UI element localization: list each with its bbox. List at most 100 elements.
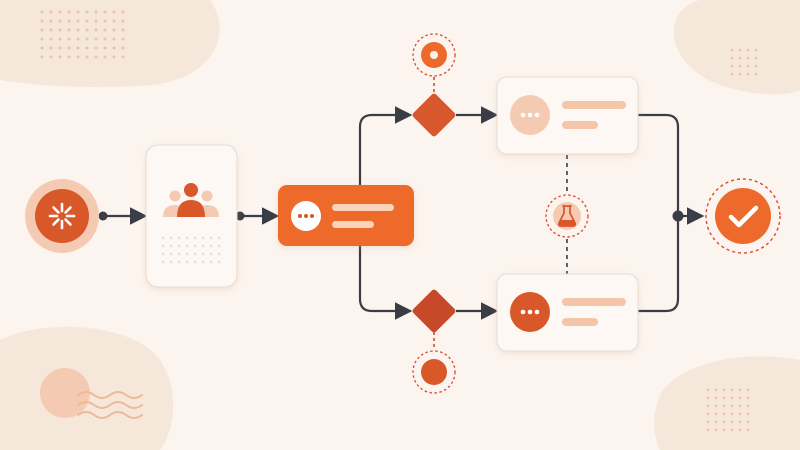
dot (730, 388, 734, 392)
spinner-start-icon (48, 202, 76, 230)
dot (746, 404, 750, 408)
ellipsis-icon (510, 292, 550, 332)
dot (177, 244, 181, 248)
dot (722, 412, 726, 416)
dot (201, 260, 205, 264)
start-node[interactable] (25, 179, 99, 253)
wave-lines-icon (77, 391, 143, 419)
dot (76, 46, 80, 50)
decision-top[interactable] (411, 92, 456, 137)
dot (730, 56, 734, 60)
dot (754, 48, 758, 52)
dot (94, 46, 98, 50)
dot (217, 252, 221, 256)
dot (706, 404, 710, 408)
dot (85, 55, 89, 59)
dot (730, 412, 734, 416)
dot (85, 10, 89, 14)
dot (185, 236, 189, 240)
dot (85, 28, 89, 32)
dot (714, 428, 718, 432)
dot (714, 404, 718, 408)
dot (706, 412, 710, 416)
dot (121, 28, 125, 32)
experiment-node[interactable] (545, 194, 589, 238)
dot (746, 388, 750, 392)
dot (738, 388, 742, 392)
dot (94, 28, 98, 32)
event-bottom[interactable] (412, 350, 456, 394)
dot (714, 412, 718, 416)
branch-bottom-text-line (562, 318, 598, 326)
dot (177, 260, 181, 264)
decision-bottom[interactable] (411, 288, 456, 333)
dot (706, 388, 710, 392)
dot (121, 19, 125, 23)
dot (49, 19, 53, 23)
ellipsis-icon (291, 201, 321, 231)
dot (49, 55, 53, 59)
dot (67, 19, 71, 23)
spinner-ray (64, 218, 72, 226)
dot (730, 404, 734, 408)
dot (730, 72, 734, 76)
dot (209, 236, 213, 240)
dot (738, 396, 742, 400)
connector-bottom-card-merge (638, 216, 680, 313)
dot (746, 420, 750, 424)
dot (112, 46, 116, 50)
dot (209, 244, 213, 248)
dot (185, 260, 189, 264)
dot (193, 252, 197, 256)
dot (201, 236, 205, 240)
circle-event-icon (421, 359, 447, 385)
dot (746, 48, 750, 52)
dot (193, 236, 197, 240)
dot (94, 55, 98, 59)
event-top[interactable] (412, 33, 456, 77)
dot (169, 252, 173, 256)
connector-task-bottom (358, 245, 413, 320)
dot (201, 252, 205, 256)
dot (706, 396, 710, 400)
dot (49, 10, 53, 14)
dot (103, 55, 107, 59)
dot (738, 56, 742, 60)
top-left-blob (0, 0, 220, 88)
spinner-ray (64, 206, 72, 214)
dot (177, 236, 181, 240)
dot (58, 28, 62, 32)
task-text-line (332, 204, 394, 211)
dot (67, 46, 71, 50)
dot (746, 72, 750, 76)
dot (706, 420, 710, 424)
dot (121, 55, 125, 59)
dot (209, 252, 213, 256)
dot (40, 46, 44, 50)
dot (103, 19, 107, 23)
dot (67, 55, 71, 59)
dot (49, 37, 53, 41)
dot (217, 244, 221, 248)
flask-icon (557, 205, 577, 227)
end-node[interactable] (705, 178, 781, 254)
dot (76, 55, 80, 59)
dot (112, 55, 116, 59)
branch-bottom-text-line (562, 298, 626, 306)
branch-top-text-line (562, 101, 626, 109)
dot (161, 244, 165, 248)
dot (169, 244, 173, 248)
dot (169, 236, 173, 240)
users-icon (163, 183, 219, 217)
task-card[interactable] (278, 185, 414, 246)
dot (714, 396, 718, 400)
dot (177, 252, 181, 256)
dot (58, 37, 62, 41)
top-right-blob (673, 0, 800, 95)
dot (738, 48, 742, 52)
dot (169, 260, 173, 264)
check-icon (728, 205, 759, 228)
dot (722, 428, 726, 432)
dot (193, 244, 197, 248)
